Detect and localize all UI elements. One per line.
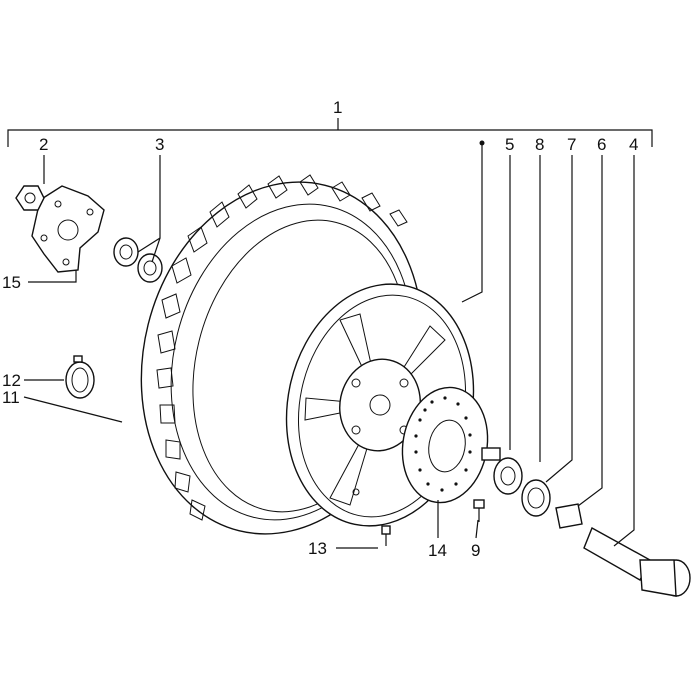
bushing-6 <box>555 503 583 529</box>
callout-6: 6 <box>597 135 606 154</box>
nut <box>15 185 45 211</box>
spacer <box>481 447 501 461</box>
callout-2: 2 <box>39 135 48 154</box>
callout-labels: 1 2 3 4 5 6 7 8 9 11 12 13 14 15 <box>2 98 638 560</box>
axle-4 <box>583 527 691 597</box>
callout-8: 8 <box>535 135 544 154</box>
assembly-bracket <box>7 118 653 147</box>
bearings <box>113 237 163 283</box>
callout-9: 9 <box>471 541 480 560</box>
callout-3: 3 <box>155 135 164 154</box>
flange-hub <box>31 185 105 273</box>
callout-14: 14 <box>428 541 447 560</box>
callout-13: 13 <box>308 539 327 558</box>
callout-12: 12 <box>2 371 21 390</box>
screw <box>473 499 485 522</box>
callout-4: 4 <box>629 135 638 154</box>
callout-11: 11 <box>2 388 20 407</box>
bearing-8 <box>493 457 523 495</box>
leader-lines <box>23 140 635 549</box>
valve <box>381 525 391 546</box>
callout-7: 7 <box>567 135 576 154</box>
clamp-ring <box>65 355 95 399</box>
callout-15: 15 <box>2 273 21 292</box>
callout-1: 1 <box>333 98 342 117</box>
seal-7 <box>521 479 551 517</box>
callout-5: 5 <box>505 135 514 154</box>
